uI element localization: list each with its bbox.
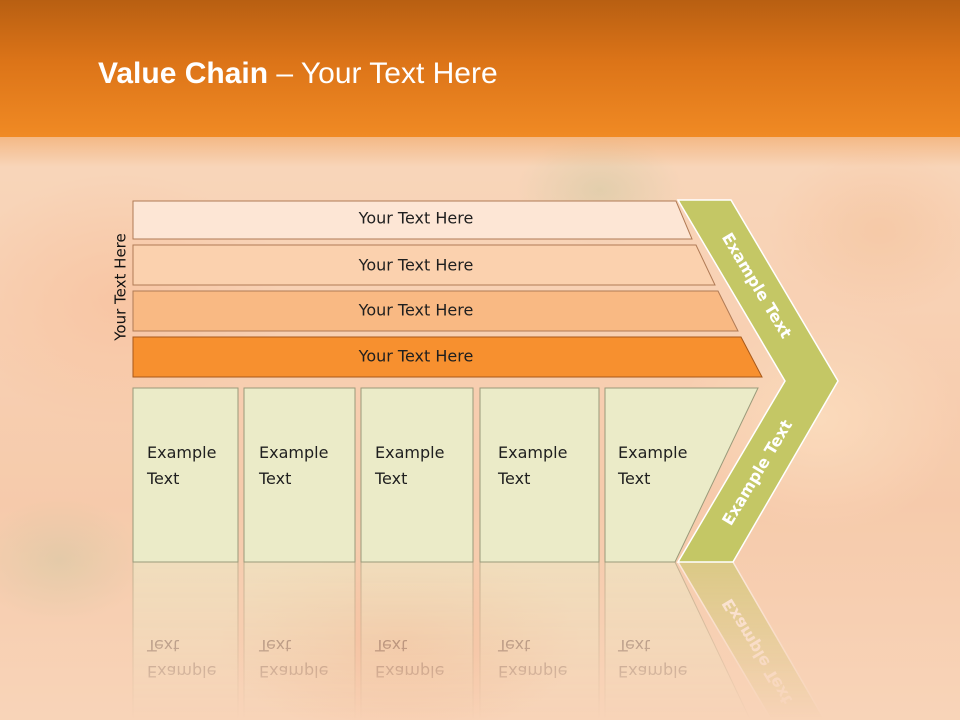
activity-box-5-line1: Example [618, 443, 687, 462]
reflection-box-1-line1: Example [147, 662, 216, 681]
bar-1-shape [132, 200, 693, 240]
reflection-box-5 [604, 561, 751, 720]
bar-3[interactable]: Your Text Here [132, 290, 739, 332]
bar-1[interactable]: Your Text Here [132, 200, 693, 240]
bar-4[interactable]: Your Text Here [132, 336, 763, 378]
activity-box-3-line2: Text [374, 469, 407, 488]
reflection-box-3-line2: Text [374, 636, 407, 655]
diagram-reflection: Example Text Example Text Example Text E… [132, 561, 826, 720]
reflection-box-1-line2: Text [146, 636, 179, 655]
reflection-box-3-line1: Example [375, 662, 444, 681]
reflection-box-4-line2: Text [497, 636, 530, 655]
activity-box-4-line1: Example [498, 443, 567, 462]
chevron[interactable]: Example Text Example Text [676, 199, 839, 563]
activity-box-2-shape [243, 387, 356, 563]
reflection-box-4-line1: Example [498, 662, 567, 681]
activity-box-4[interactable]: Example Text [479, 387, 600, 563]
activity-box-3[interactable]: Example Text [360, 387, 474, 563]
reflection-box-2-line2: Text [258, 636, 291, 655]
reflection-box-2-line1: Example [259, 662, 328, 681]
side-label: Your Text Here [112, 233, 130, 341]
chevron-shape [676, 199, 839, 563]
activity-box-2-line2: Text [258, 469, 291, 488]
reflection-box-2 [243, 561, 356, 720]
activity-box-2[interactable]: Example Text [243, 387, 356, 563]
bar-3-shape [132, 290, 739, 332]
bar-2-label: Your Text Here [358, 256, 474, 275]
bar-2-shape [132, 244, 716, 286]
activity-box-1-line2: Text [146, 469, 179, 488]
activity-box-3-shape [360, 387, 474, 563]
activity-box-2-line1: Example [259, 443, 328, 462]
bar-2[interactable]: Your Text Here [132, 244, 716, 286]
slide-title-bold: Value Chain [98, 57, 269, 90]
bar-4-shape [132, 336, 763, 378]
activity-box-1[interactable]: Example Text [132, 387, 239, 563]
activity-box-5[interactable]: Example Text [604, 387, 759, 563]
reflection-box-5-line2: Text [617, 636, 650, 655]
activity-box-4-shape [479, 387, 600, 563]
activity-box-5-line2: Text [617, 469, 650, 488]
bar-4-label: Your Text Here [358, 347, 474, 366]
reflection-chevron [676, 561, 826, 720]
title-banner-fade [0, 137, 960, 167]
reflection-box-1 [132, 561, 239, 720]
activity-box-1-line1: Example [147, 443, 216, 462]
bar-1-label: Your Text Here [358, 209, 474, 228]
reflection-box-3 [360, 561, 474, 720]
reflection-box-4 [479, 561, 600, 720]
activity-box-4-line2: Text [497, 469, 530, 488]
bar-3-label: Your Text Here [358, 301, 474, 320]
title-banner [0, 0, 960, 137]
activity-box-3-line1: Example [375, 443, 444, 462]
slide-title: Value Chain – Your Text Here [98, 52, 498, 96]
reflection-box-5-line1: Example [618, 662, 687, 681]
slide-title-rest: – Your Text Here [268, 57, 498, 90]
